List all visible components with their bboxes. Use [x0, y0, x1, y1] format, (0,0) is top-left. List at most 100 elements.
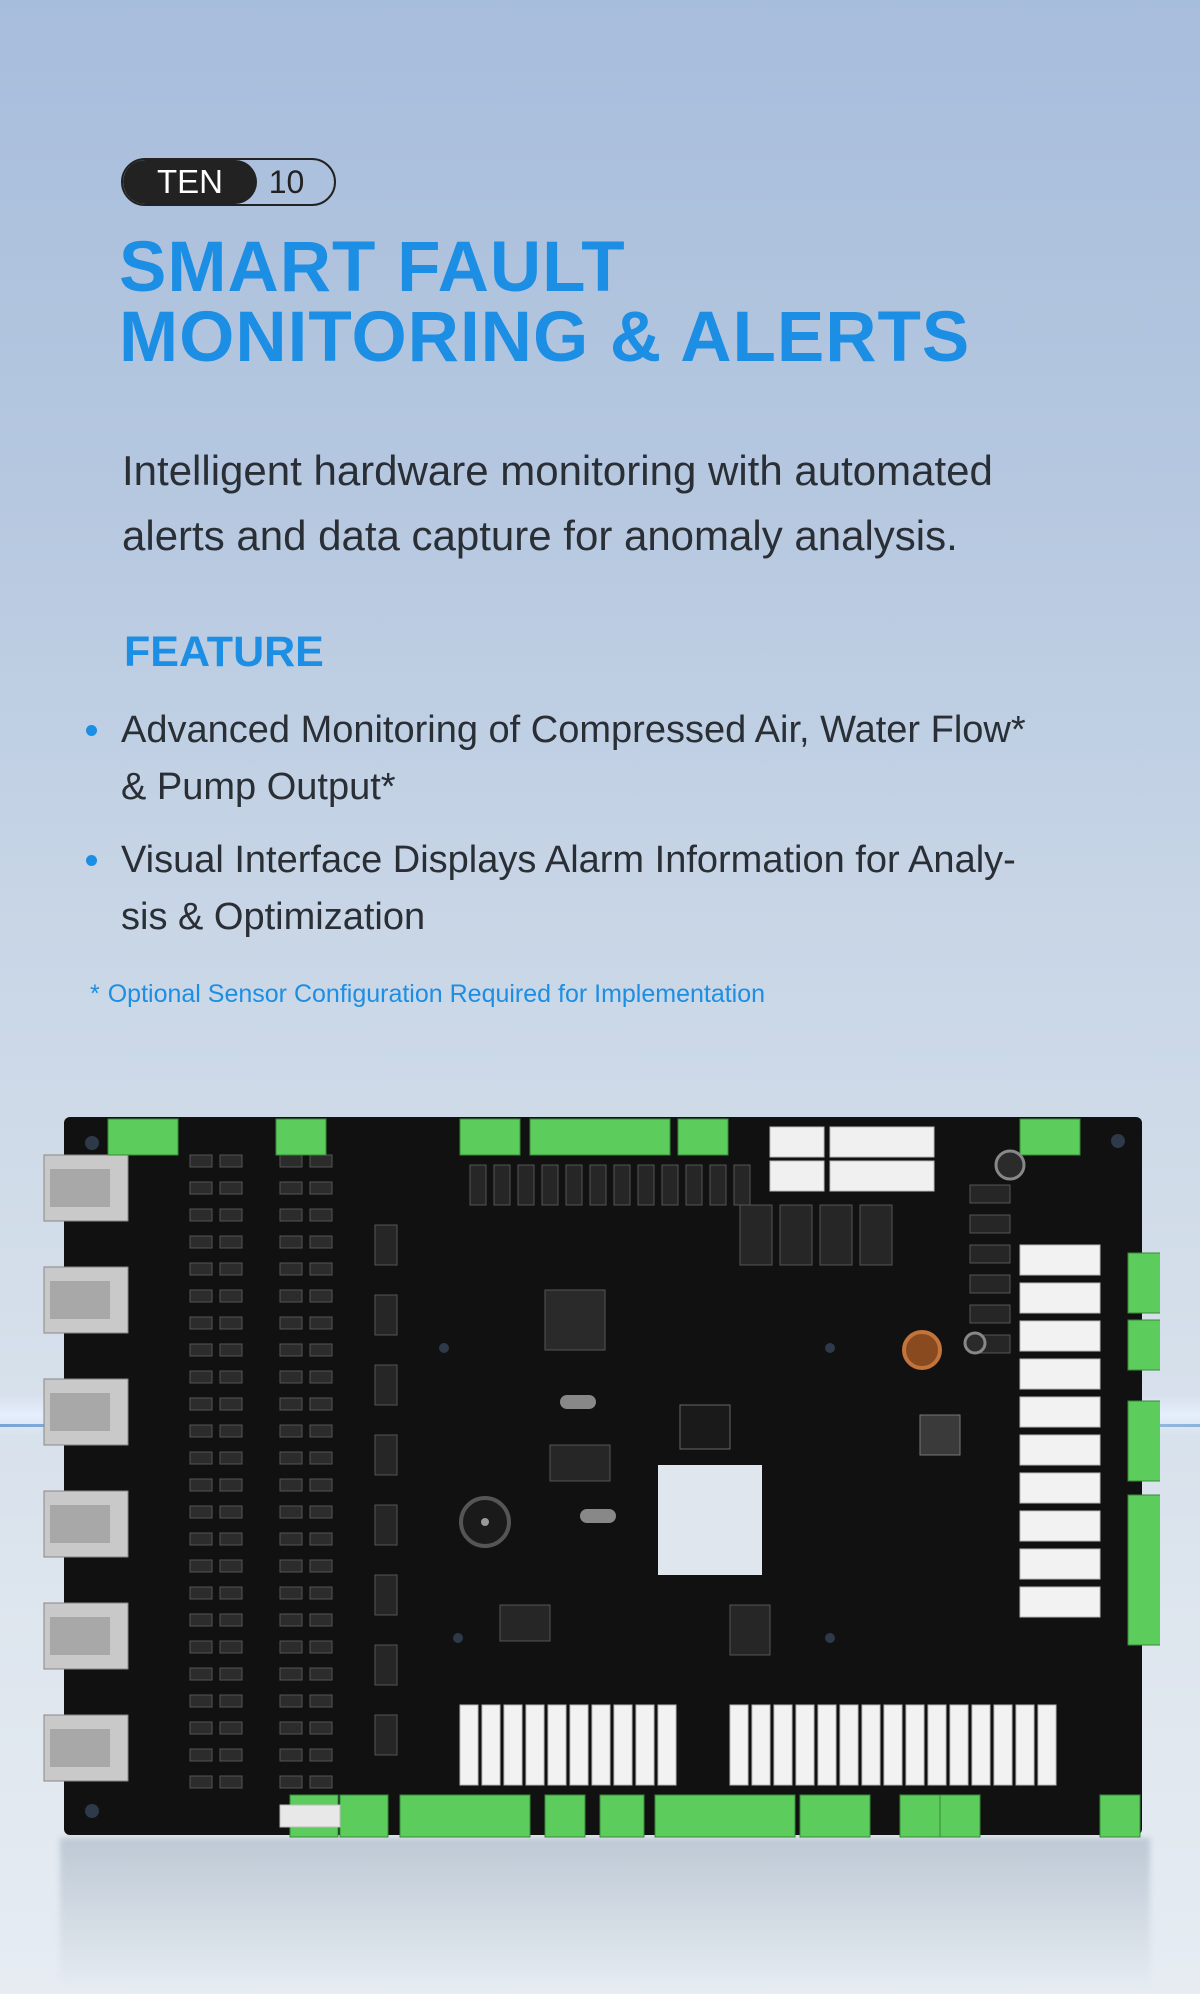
ic-chip — [279, 1667, 303, 1681]
ic-chip — [637, 1164, 655, 1206]
white-header — [769, 1126, 825, 1158]
badge-number: 10 — [268, 163, 305, 200]
ic-chip — [309, 1343, 333, 1357]
ic-chip — [189, 1613, 213, 1627]
relay — [657, 1704, 677, 1786]
bullet-dot-icon — [86, 855, 97, 866]
intro-line-1: Intelligent hardware monitoring with aut… — [122, 447, 993, 494]
ic-chip — [279, 1451, 303, 1465]
ic-chip — [309, 1613, 333, 1627]
ic-chip — [189, 1478, 213, 1492]
terminal-block — [1019, 1118, 1081, 1156]
ic-chip — [279, 1343, 303, 1357]
terminal-block — [799, 1794, 871, 1838]
intro-line-2: alerts and data capture for anomaly anal… — [122, 512, 958, 559]
ic-chip — [279, 1559, 303, 1573]
capacitor — [963, 1331, 987, 1355]
ic-chip — [709, 1164, 727, 1206]
relay — [927, 1704, 947, 1786]
ic-chip — [219, 1694, 243, 1708]
relay — [817, 1704, 837, 1786]
ic-chip — [189, 1559, 213, 1573]
terminal-block — [1127, 1252, 1169, 1314]
feature-item-line-1: Advanced Monitoring of Compressed Air, W… — [121, 709, 1026, 751]
ic-chip — [279, 1424, 303, 1438]
ic-chip — [219, 1505, 243, 1519]
ic-chip — [613, 1164, 631, 1206]
ic-chip — [189, 1424, 213, 1438]
rj45-port-opening — [50, 1617, 110, 1655]
ic-chip — [219, 1370, 243, 1384]
ic-chip — [279, 1235, 303, 1249]
ic-chip — [219, 1424, 243, 1438]
ic-chip — [189, 1505, 213, 1519]
ic-chip — [189, 1343, 213, 1357]
ic-chip — [279, 1262, 303, 1276]
ic-chip — [374, 1644, 398, 1686]
circuit-board-image — [40, 1105, 1169, 1865]
ic-chip — [499, 1604, 551, 1642]
relay — [1015, 1704, 1035, 1786]
ic-chip — [279, 1613, 303, 1627]
relay — [1019, 1510, 1101, 1542]
ic-chip — [189, 1262, 213, 1276]
ic-chip — [541, 1164, 559, 1206]
ic-chip — [279, 1478, 303, 1492]
ic-chip — [589, 1164, 607, 1206]
ic-chip — [374, 1574, 398, 1616]
rj45-port-opening — [50, 1281, 110, 1319]
ic-chip — [189, 1586, 213, 1600]
ic-chip — [309, 1667, 333, 1681]
ic-chip — [279, 1181, 303, 1195]
relay — [1037, 1704, 1057, 1786]
relay — [1019, 1434, 1101, 1466]
ic-chip — [819, 1204, 853, 1266]
ic-chip — [309, 1154, 333, 1168]
ic-chip — [309, 1208, 333, 1222]
ic-chip — [189, 1775, 213, 1789]
ic-chip — [739, 1204, 773, 1266]
page-title: SMART FAULT MONITORING & ALERTS — [119, 232, 970, 373]
bullet-dot-icon — [86, 725, 97, 736]
ic-chip — [309, 1559, 333, 1573]
white-header — [769, 1160, 825, 1192]
feature-item: Visual Interface Displays Alarm Informat… — [82, 832, 1142, 946]
relay — [729, 1704, 749, 1786]
ic-chip — [309, 1451, 333, 1465]
ic-chip — [309, 1235, 333, 1249]
ic-chip — [189, 1721, 213, 1735]
ic-chip — [189, 1181, 213, 1195]
ic-chip — [729, 1604, 771, 1656]
relay — [1019, 1586, 1101, 1618]
ic-chip — [279, 1289, 303, 1303]
ic-chip — [309, 1721, 333, 1735]
ic-chip — [969, 1274, 1011, 1294]
relay — [773, 1704, 793, 1786]
mounting-hole — [85, 1136, 99, 1150]
ic-chip — [219, 1640, 243, 1654]
ic-chip — [189, 1640, 213, 1654]
ic-chip — [219, 1748, 243, 1762]
ic-chip — [374, 1294, 398, 1336]
relay — [503, 1704, 523, 1786]
mounting-hole — [85, 1804, 99, 1818]
ic-chip — [859, 1204, 893, 1266]
ic-chip — [189, 1667, 213, 1681]
ic-chip — [279, 1208, 303, 1222]
rj45-port-opening — [50, 1729, 110, 1767]
ic-chip — [219, 1721, 243, 1735]
ic-chip — [309, 1370, 333, 1384]
ic-chip — [374, 1504, 398, 1546]
relay — [949, 1704, 969, 1786]
mounting-hole — [453, 1633, 463, 1643]
ic-chip — [309, 1316, 333, 1330]
ic-chip — [279, 1316, 303, 1330]
feature-item: Advanced Monitoring of Compressed Air, W… — [82, 702, 1142, 816]
ic-chip — [374, 1364, 398, 1406]
terminal-block — [459, 1118, 521, 1156]
ic-chip — [219, 1235, 243, 1249]
terminal-block — [677, 1118, 729, 1156]
relay — [547, 1704, 567, 1786]
ic-chip — [279, 1748, 303, 1762]
ic-chip — [219, 1343, 243, 1357]
